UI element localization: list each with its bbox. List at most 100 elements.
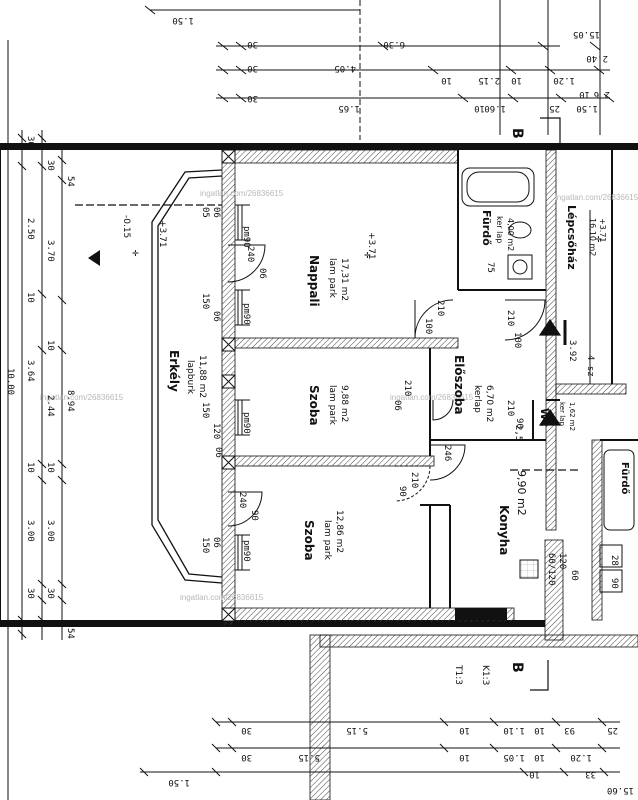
dim-label: 1.20 [553, 75, 575, 85]
section-marks [510, 117, 580, 691]
window-label: 06 [213, 447, 223, 458]
dim-label: 5.15 [346, 725, 368, 735]
door-label: 240 [237, 492, 247, 508]
dim-label: 33 [585, 769, 596, 779]
dim-label: 2.44 [45, 395, 55, 417]
door-label: 210 [435, 300, 445, 316]
door-label: 210 [402, 380, 412, 396]
room-area: 17,31 m2 [339, 258, 349, 301]
door-label: 100 [423, 318, 433, 334]
room-name: Wc [538, 408, 551, 427]
room-name: Konyha [497, 505, 511, 555]
room-area: 9,88 m2 [339, 385, 349, 422]
bottom-dimension-labels: 30 5.15 10 1.10 10 93 25 5.15 10 1.05 10… [168, 725, 634, 795]
dim-label: 8.94 [65, 390, 75, 412]
door-label: 06 [257, 268, 267, 279]
room-area: 16,10 m2 [588, 218, 597, 256]
room-szoba-1: Szoba lam park 9,88 m2 [307, 385, 349, 426]
watermark: ingatlan.com/26836615 [390, 393, 474, 402]
window-label: pm90 [241, 412, 251, 434]
room-level: +3.71 [157, 220, 167, 248]
left-dimension-labels: 30 30 54 2.50 3.70 10 10 3.64 10.00 8.94… [5, 136, 75, 639]
scale-label: T1:3 [453, 664, 463, 685]
room-name: Fürdő [480, 210, 493, 246]
misc-label: 60 [569, 570, 579, 581]
room-area: 11,88 m2 [197, 355, 207, 398]
dim-label: 3.64 [25, 360, 35, 382]
level-cross-icon: ✛ [595, 235, 602, 244]
room-name: Fürdő [619, 462, 631, 495]
watermark: ingatlan.com/26836615 [200, 189, 284, 198]
dim-label: 2.15 [478, 75, 500, 85]
watermark: ingatlan.com/26836615 [180, 593, 264, 602]
room-floor: lapburk [185, 360, 195, 395]
dim-label: 2.40 [586, 53, 608, 63]
dim-label: 30 [45, 160, 55, 171]
door-label: 210 [409, 472, 419, 488]
window-label: 06 [211, 207, 221, 218]
watermarks: ingatlan.com/26836615 ingatlan.com/26836… [40, 189, 638, 602]
dim-label: 15.60 [607, 785, 634, 795]
room-name: Előszoba [452, 355, 466, 415]
level-marks: -0.15 ✛ ✛ ✛ [88, 215, 602, 266]
dim-label: 1.60 [484, 103, 506, 113]
dim-label: 1.50 [576, 103, 598, 113]
bathroom-fixtures [461, 167, 635, 531]
dim-label: 1.65 [338, 103, 360, 113]
window-label: 150 [200, 402, 210, 418]
dim-label: 10 [45, 340, 55, 351]
level-arrow-icon [88, 250, 100, 266]
door-swings [227, 244, 546, 527]
section-letter-bottom: B [509, 662, 525, 673]
misc-label: 28 [609, 555, 619, 566]
room-area: 6,70 m2 [484, 385, 494, 422]
window-label: 150 [200, 537, 210, 553]
opening-labels: 240 06 210 100 210 06 240 90 210 100 210… [200, 207, 619, 589]
room-szoba-2: Szoba lam park 12,86 m2 [302, 510, 344, 561]
dim-label: 30 [247, 63, 258, 73]
section-letters: B B T1:3 K1:3 [453, 128, 525, 685]
interior-walls [420, 150, 638, 608]
room-area: 1,62 m2 [568, 402, 576, 431]
room-wc: Wc ker lap 1,62 m2 [538, 402, 576, 431]
dim-label: 10 [25, 292, 35, 303]
top-dimension-labels: 1.50 15.05 30 6.30 2.40 30 4.05 10 2.15 … [172, 15, 610, 113]
dim-label: 30 [45, 588, 55, 599]
room-floor: lam park [327, 385, 337, 426]
door-label: 75 [485, 262, 495, 273]
dim-label: 1.05 [503, 752, 525, 762]
dim-label: 15.05 [573, 29, 600, 39]
room-floor: lam park [327, 258, 337, 299]
dim-label: 1.50 [168, 777, 190, 787]
room-floor: ker lap [558, 402, 566, 426]
dim-label: 1.20 [570, 752, 592, 762]
top-dimensions [144, 0, 615, 140]
misc-label: 90 [609, 578, 619, 589]
door-label: 06 [392, 400, 402, 411]
dim-label: 54 [65, 176, 75, 187]
watermark: ingatlan.com/26836615 [40, 393, 124, 402]
room-floor: kerlap [472, 385, 482, 413]
stair-blocks [455, 210, 623, 620]
room-furdo-2: Fürdő [619, 462, 631, 495]
bottom-dimensions [139, 717, 620, 777]
scale-label: K1:3 [480, 665, 490, 685]
room-floor: ker lap [495, 216, 504, 243]
left-dimensions [17, 130, 67, 640]
window-label: 120 [211, 423, 221, 439]
balcony-outline [75, 169, 223, 584]
dim-label: 10 [529, 769, 540, 779]
dim-label: 10 [579, 89, 590, 99]
dim-label: 10 [25, 462, 35, 473]
dim-label: 3.70 [45, 240, 55, 262]
dim-label: 5.15 [298, 752, 320, 762]
level-outside: -0.15 [121, 215, 131, 238]
windows [235, 204, 250, 571]
room-name: Lépcsőház [565, 205, 578, 270]
window-label: 05 [200, 207, 210, 218]
room-area: 4,00 m2 [506, 218, 515, 251]
dim-label: 93 [564, 725, 575, 735]
dim-label: 1.10 [503, 725, 525, 735]
door-label: 90 [514, 418, 524, 429]
door-label: 210 [505, 400, 515, 416]
